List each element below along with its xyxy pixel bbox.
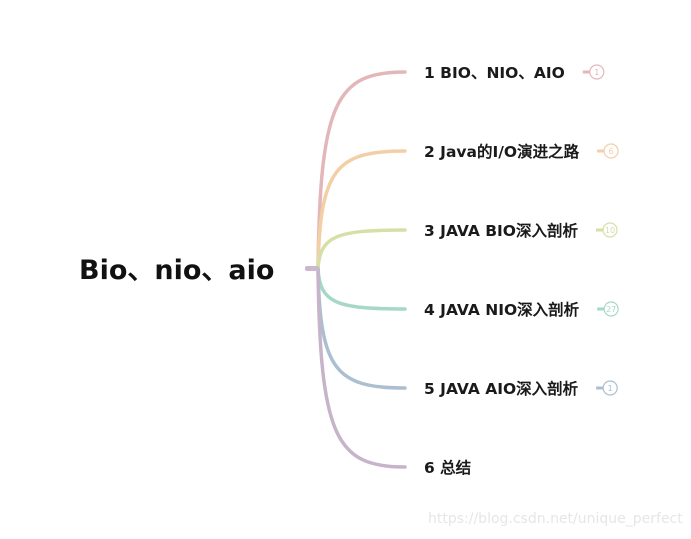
branch-topic[interactable]: 3 JAVA BIO深入剖析	[424, 221, 578, 240]
watermark: https://blog.csdn.net/unique_perfect	[428, 511, 683, 527]
collapse-badge[interactable]	[602, 380, 618, 396]
collapse-badge[interactable]	[589, 64, 605, 80]
branch-connector	[316, 267, 407, 469]
branch-topic[interactable]: 2 Java的I/O演进之路	[424, 142, 580, 161]
branch-connector	[316, 267, 407, 390]
branch-connector	[316, 267, 407, 311]
root-handle[interactable]	[305, 266, 319, 271]
collapse-badge[interactable]	[603, 301, 619, 317]
collapse-badge-count: 10	[605, 226, 615, 235]
root-topic[interactable]: Bio、nio、aio	[79, 255, 274, 286]
collapse-badge-count: 1	[594, 68, 599, 77]
branch-topic[interactable]: 6 总结	[424, 458, 471, 477]
collapse-badge-count: 27	[606, 305, 616, 314]
collapse-badge-count: 1	[608, 384, 613, 393]
collapse-badge[interactable]	[602, 222, 618, 238]
collapse-badge-count: 6	[609, 147, 614, 156]
branch-connector	[316, 228, 407, 271]
branch-connector	[316, 70, 407, 271]
collapse-badge[interactable]	[603, 143, 619, 159]
branch-connector	[316, 149, 407, 271]
branch-nodes: 1 BIO、NIO、AIO 1 2 Java的I/O演进之路 6 3 JAVA BIO深…	[424, 64, 619, 477]
branch-connectors	[316, 70, 407, 469]
branch-topic[interactable]: 1 BIO、NIO、AIO	[424, 64, 565, 82]
branch-topic[interactable]: 5 JAVA AIO深入剖析	[424, 379, 579, 398]
branch-topic[interactable]: 4 JAVA NIO深入剖析	[424, 300, 580, 319]
